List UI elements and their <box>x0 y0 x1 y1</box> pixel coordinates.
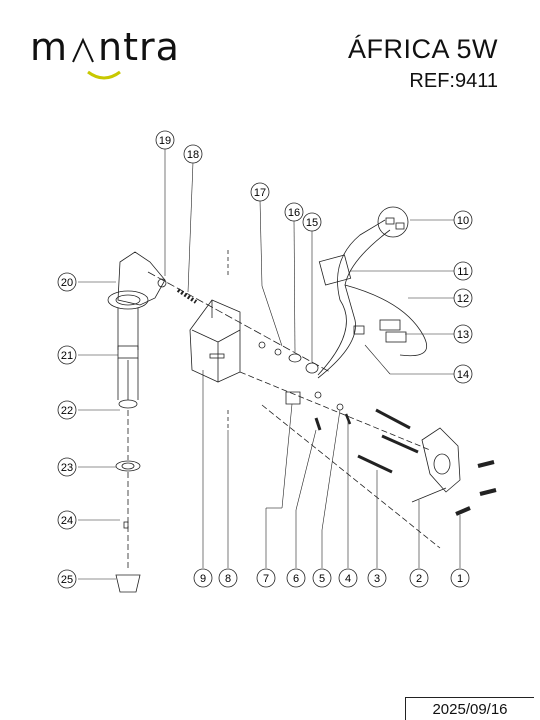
callout-2: 2 <box>409 568 429 588</box>
arm-collar-part <box>117 345 139 359</box>
washer-part <box>288 353 302 363</box>
ring-nut-part <box>115 460 141 472</box>
svg-text:14: 14 <box>457 369 469 381</box>
brand-smile-icon <box>87 70 121 80</box>
svg-text:6: 6 <box>293 573 299 585</box>
callout-14: 14 <box>453 364 473 384</box>
callout-markers: 1 2 3 4 5 6 7 8 9 10 11 12 13 14 15 16 1… <box>57 130 473 589</box>
svg-text:16: 16 <box>288 207 300 219</box>
svg-text:24: 24 <box>61 515 73 527</box>
callout-22: 22 <box>57 400 77 420</box>
screw-6 <box>314 417 322 431</box>
callout-6: 6 <box>286 568 306 588</box>
callout-9: 9 <box>193 568 213 588</box>
revision-date: 2025/09/16 <box>405 697 534 720</box>
callout-21: 21 <box>57 345 77 365</box>
clip-part <box>285 391 301 405</box>
callout-24: 24 <box>57 510 77 530</box>
shaft-axis <box>147 271 331 373</box>
wire-a <box>317 219 386 376</box>
svg-text:8: 8 <box>225 573 231 585</box>
svg-text:25: 25 <box>61 574 73 586</box>
callout-13: 13 <box>453 324 473 344</box>
svg-text:23: 23 <box>61 462 73 474</box>
svg-text:7: 7 <box>263 573 269 585</box>
terminal-part <box>353 325 365 335</box>
svg-text:22: 22 <box>61 405 73 417</box>
callout-5: 5 <box>312 568 332 588</box>
lamp-head-lens <box>107 290 149 310</box>
end-cap-part <box>115 574 141 593</box>
wire-b <box>344 284 427 357</box>
svg-text:5: 5 <box>319 573 325 585</box>
svg-text:21: 21 <box>61 350 73 362</box>
product-ref: REF:9411 <box>409 70 498 92</box>
callout-18: 18 <box>183 144 203 164</box>
svg-text:11: 11 <box>457 266 468 278</box>
callout-25: 25 <box>57 569 77 589</box>
callout-12: 12 <box>453 288 473 308</box>
brand-caret-icon <box>72 37 94 63</box>
brand-logo-part2: ntra <box>98 25 180 69</box>
svg-text:2: 2 <box>416 573 422 585</box>
svg-text:17: 17 <box>254 187 266 199</box>
connector-circle <box>377 206 409 238</box>
svg-text:4: 4 <box>345 573 351 585</box>
callout-4: 4 <box>338 568 358 588</box>
svg-text:10: 10 <box>457 215 469 227</box>
callout-23: 23 <box>57 457 77 477</box>
spring-part <box>176 288 198 304</box>
svg-text:3: 3 <box>374 573 380 585</box>
driver-part <box>318 254 352 286</box>
svg-text:20: 20 <box>61 277 73 289</box>
callout-7: 7 <box>256 568 276 588</box>
leader-lines <box>78 148 461 580</box>
callout-16: 16 <box>284 202 304 222</box>
screw-3a <box>375 408 411 430</box>
svg-text:12: 12 <box>457 293 469 305</box>
callout-17: 17 <box>250 182 270 202</box>
callout-19: 19 <box>155 130 175 150</box>
callout-11: 11 <box>453 261 473 281</box>
svg-text:18: 18 <box>187 149 199 161</box>
arm-tube-part <box>118 399 138 409</box>
wall-bracket-part <box>421 427 461 493</box>
nut-part <box>305 362 319 374</box>
callout-1: 1 <box>450 568 470 588</box>
callout-10: 10 <box>453 210 473 230</box>
product-title: ÁFRICA 5W <box>347 34 498 64</box>
svg-text:1: 1 <box>457 573 463 585</box>
lamp-head-part <box>117 251 166 306</box>
svg-text:9: 9 <box>200 573 206 585</box>
callout-8: 8 <box>218 568 238 588</box>
wall-plug-part <box>477 460 495 468</box>
callout-20: 20 <box>57 272 77 292</box>
brand-logo-part1: m <box>30 25 69 69</box>
svg-text:15: 15 <box>306 217 318 229</box>
svg-text:13: 13 <box>457 329 469 341</box>
callout-15: 15 <box>302 212 322 232</box>
svg-text:19: 19 <box>159 135 171 147</box>
callout-3: 3 <box>367 568 387 588</box>
small-screw-part <box>123 521 129 529</box>
